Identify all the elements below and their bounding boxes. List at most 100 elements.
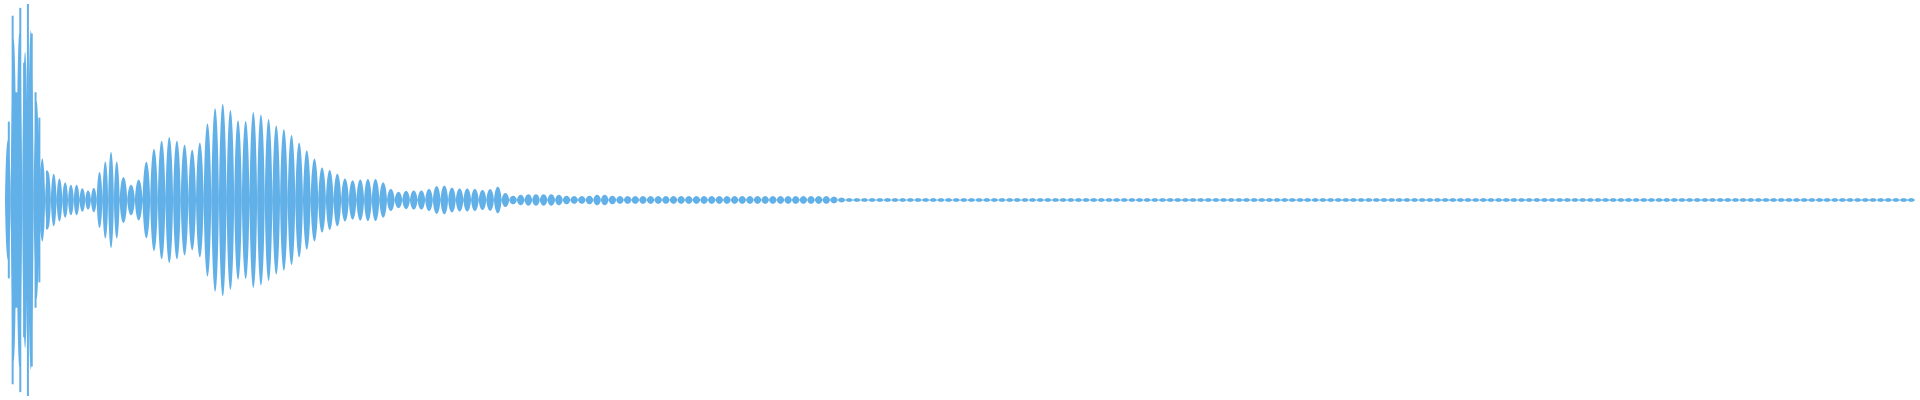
waveform-lobe [90,187,97,213]
waveform-lobe [79,188,86,212]
waveform-lobe [1296,198,1304,202]
waveform-lobe [188,149,196,251]
waveform-lobe [1082,198,1090,202]
waveform-lobe [555,194,563,206]
waveform-lobe [379,182,387,218]
waveform-lobe [562,195,571,205]
waveform-lobe [1013,198,1022,202]
waveform-lobe [1494,198,1503,202]
waveform-lobe [914,198,922,202]
waveform-lobe [287,135,296,265]
waveform-lobe [486,189,494,211]
waveform-lobe [1044,198,1052,202]
waveform-lobe [142,161,151,239]
waveform-lobe [455,188,464,212]
waveform-lobe [1448,198,1457,202]
waveform-lobe [402,190,410,210]
waveform-lobe [654,196,663,204]
waveform-lobe [753,196,762,204]
waveform-lobe [1334,198,1342,202]
waveform-lobe [1647,198,1656,202]
waveform-lobe [1227,198,1236,202]
waveform-lobe [784,196,792,204]
waveform-lobe [1089,198,1098,202]
waveform-lobe [1189,198,1197,202]
waveform-lobe [723,196,731,204]
waveform-lobe [1708,198,1717,202]
waveform-lobe [1311,198,1320,202]
waveform-lobe [700,196,708,204]
waveform-lobe [891,198,899,202]
waveform-lobe [180,144,189,256]
waveform-lobe [684,196,693,204]
waveform-lobe [102,161,109,239]
waveform-lobe [425,189,433,211]
waveform-lobe [1235,198,1243,202]
waveform-lobe [1655,198,1663,202]
waveform-lobe [1609,198,1618,202]
waveform-lobe [1128,198,1136,202]
waveform-lobe [1555,198,1564,202]
waveform-lobe [937,198,945,202]
waveform-lobe [746,196,754,204]
waveform-lobe [600,194,609,206]
waveform-lobe [593,194,601,206]
waveform-lobe [799,196,808,204]
waveform-lobe [631,196,640,204]
waveform-lobe [830,196,838,204]
waveform-lobe [1754,198,1763,202]
waveform-lobe [1510,198,1518,202]
waveform-lobe [257,114,265,286]
waveform-lobe [929,198,938,202]
waveform-lobe [1372,198,1381,202]
waveform-lobe [1815,198,1824,202]
waveform-lobe [272,125,281,275]
waveform-lobe [1097,198,1106,202]
waveform-lobe [906,198,915,202]
waveform-lobe [56,178,63,222]
waveform-lobe [1769,198,1778,202]
waveform-lobe [85,190,91,210]
waveform-lobe [853,198,861,202]
waveform-lobe [501,192,510,208]
waveform-lobe [1349,198,1358,202]
waveform-lobe [1571,198,1579,202]
waveform-lobe [1594,198,1602,202]
waveform-lobe [68,184,74,216]
waveform-lobe [1395,198,1404,202]
waveform-lobe [1120,198,1129,202]
waveform-lobe [875,198,884,202]
waveform-lobe [967,198,976,202]
waveform-lobe [1112,198,1121,202]
waveform-lobe [662,196,670,204]
waveform-lobe [1387,198,1396,202]
waveform-lobe [1670,198,1679,202]
waveform-lobe [998,198,1006,202]
waveform-lobe [982,198,991,202]
waveform-lobe [646,196,655,204]
waveform-lobe [1410,198,1419,202]
waveform-lobe [394,191,403,209]
waveform-lobe [547,194,556,206]
waveform-lobe [814,196,823,204]
waveform-lobe [127,184,135,216]
waveform-lobe [616,196,624,204]
waveform-lobe [677,196,685,204]
waveform-lobe [1746,198,1755,202]
waveform-lobe [944,198,953,202]
waveform-lobe [478,189,487,211]
waveform-lobe [1143,198,1151,202]
waveform-lobe [119,177,128,223]
waveform-lobe [1853,198,1862,202]
waveform-lobe [134,179,143,221]
waveform-lobe [50,173,57,227]
waveform-lobe [241,121,250,279]
waveform-lobe [1021,198,1029,202]
waveform-lobe [539,194,548,206]
waveform-lobe [639,196,647,204]
waveform-lobe [1105,198,1113,202]
waveform-lobe [371,178,380,222]
waveform-lobe [1586,198,1595,202]
